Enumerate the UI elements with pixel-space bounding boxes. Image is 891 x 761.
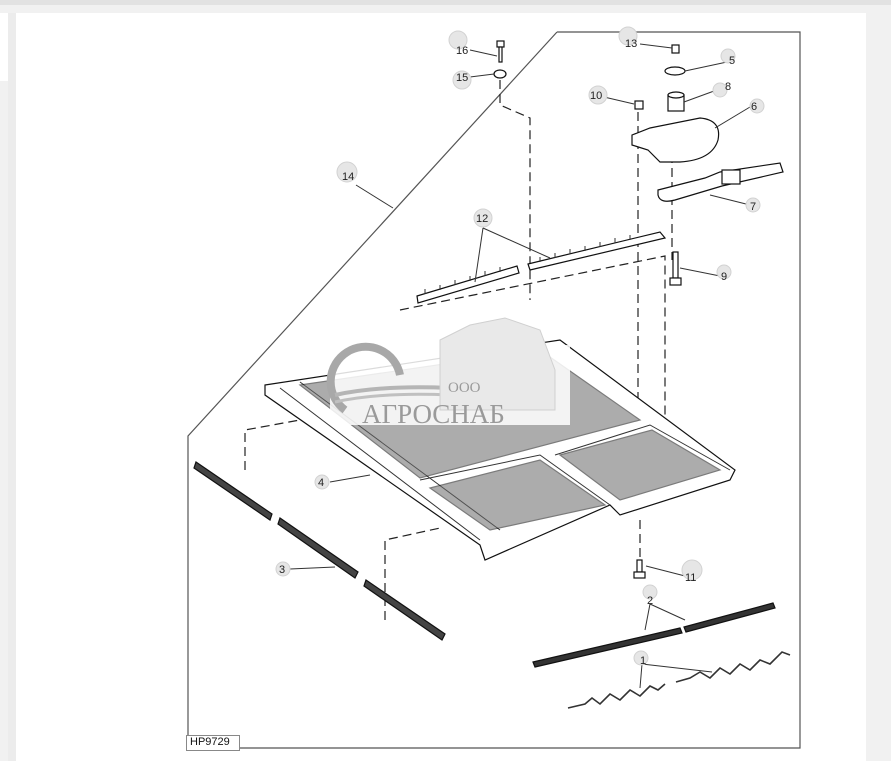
top-bar [0,0,891,5]
figure-id: HP9729 [190,736,230,748]
callout-11[interactable]: 11 [681,559,703,584]
callout-1[interactable]: 1 [633,650,649,667]
svg-text:7: 7 [750,201,756,213]
part-7-lever [657,162,784,202]
callout-16[interactable]: 16 [448,30,468,57]
part-12-notched-strips [416,231,667,304]
svg-text:15: 15 [456,72,468,84]
svg-text:2: 2 [647,595,653,607]
callout-14[interactable]: 14 [336,161,358,183]
callout-3[interactable]: 3 [275,561,291,577]
part-6-bracket [631,117,720,163]
assembly-frame [187,31,801,749]
svg-text:6: 6 [751,101,757,113]
callout-12[interactable]: 12 [473,208,493,228]
svg-text:9: 9 [721,271,727,283]
callout-7[interactable]: 7 [745,197,761,213]
callout-2[interactable]: 2 [642,584,658,607]
callout-10[interactable]: 10 [588,85,608,105]
gear-icon [326,342,404,414]
figure-id-box [186,735,240,751]
callout-5[interactable]: 5 [720,48,736,67]
svg-text:8: 8 [725,81,731,93]
callout-15[interactable]: 15 [452,70,472,90]
svg-text:16: 16 [456,45,468,57]
part-7-clamp [721,169,741,185]
svg-text:12: 12 [476,213,488,225]
callout-8[interactable]: 8 [712,81,731,98]
callout-4[interactable]: 4 [314,474,330,490]
callout-leaders [289,43,751,689]
svg-text:11: 11 [685,572,696,584]
part-2-flat-strips [532,602,776,668]
part-3-coil-springs [193,461,446,641]
part-16-bolt [496,40,505,63]
left-tab [0,13,8,81]
part-8-spacer [667,91,685,112]
watermark-logo: ООО АГРОСНАБ [326,317,570,429]
svg-text:1: 1 [640,655,646,667]
part-9-bolt [669,251,682,286]
svg-text:14: 14 [342,171,354,183]
svg-text:10: 10 [590,90,602,102]
callout-6[interactable]: 6 [749,98,765,114]
svg-text:3: 3 [279,564,285,576]
combine-harvester-icon [439,317,556,411]
left-gutter [8,13,16,761]
part-5-washer [664,66,686,76]
part-15-washer [493,69,507,79]
svg-text:4: 4 [318,477,324,489]
svg-text:5: 5 [729,55,735,67]
part-13-nut [671,44,680,54]
svg-text:АГРОСНАБ: АГРОСНАБ [362,399,505,429]
svg-text:13: 13 [625,38,637,50]
part-10-nut [634,100,644,110]
callout-13[interactable]: 13 [618,26,638,50]
part-1-wire-springs [567,651,791,709]
part-11-bolt [633,559,646,579]
svg-text:ООО: ООО [448,380,481,396]
callout-9[interactable]: 9 [716,264,732,283]
